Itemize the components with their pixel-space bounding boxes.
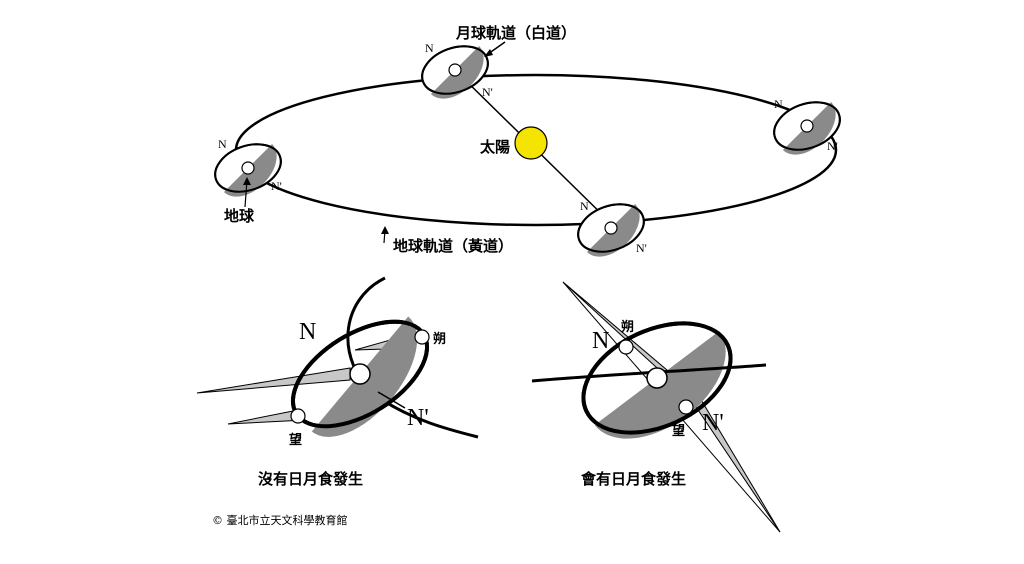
node-n-no-eclipse: N: [299, 319, 316, 345]
node-n-left: N: [218, 137, 227, 151]
node-n-right: N: [774, 97, 783, 111]
node-n-prime-bottom: N': [636, 241, 647, 255]
earth-pointer-head: [243, 177, 251, 185]
node-n-prime-top: N': [482, 85, 493, 99]
full-moon-label-no-eclipse: 望: [289, 432, 302, 448]
node-n-prime-right: N': [827, 139, 838, 153]
shadow-cone-upper: [196, 367, 351, 394]
node-n-prime-left: N': [271, 179, 282, 193]
node-n-top: N: [425, 41, 434, 55]
full-moon-eclipse: [678, 399, 694, 415]
earth-bottom: [604, 221, 618, 235]
new-moon-label-eclipse: 朔: [621, 319, 634, 335]
full-moon-label-eclipse: 望: [672, 423, 685, 439]
moon-orbit-pointer-head: [484, 49, 493, 57]
earth-label: 地球: [224, 207, 255, 225]
earth-eclipse: [646, 367, 668, 389]
earth-top: [448, 63, 462, 77]
new-moon-no-eclipse: [414, 329, 430, 345]
node-n-eclipse: N: [592, 328, 609, 354]
copyright-text: © 臺北市立天文科學教育館: [212, 513, 348, 527]
earth-no-eclipse: [349, 363, 371, 385]
sun-label: 太陽: [480, 138, 510, 156]
new-moon-eclipse: [618, 339, 634, 355]
earth-orbit-pointer-head: [381, 226, 389, 234]
earth-left: [241, 161, 255, 175]
moon-orbit-label: 月球軌道（白道）: [455, 24, 576, 42]
sun: [514, 126, 548, 160]
earth-right: [800, 119, 814, 133]
full-moon-no-eclipse: [290, 408, 306, 424]
caption-no-eclipse: 沒有日月食發生: [258, 470, 363, 488]
eclipse-diagram-right: [531, 281, 781, 533]
node-n-prime-no-eclipse: N': [407, 405, 429, 431]
no-eclipse-diagram: [196, 276, 479, 439]
node-n-bottom: N: [580, 199, 589, 213]
caption-eclipse: 會有日月食發生: [581, 470, 686, 488]
node-n-prime-eclipse: N': [702, 410, 724, 436]
new-moon-label-no-eclipse: 朔: [433, 331, 446, 347]
earth-orbit-label: 地球軌道（黃道）: [393, 237, 513, 255]
